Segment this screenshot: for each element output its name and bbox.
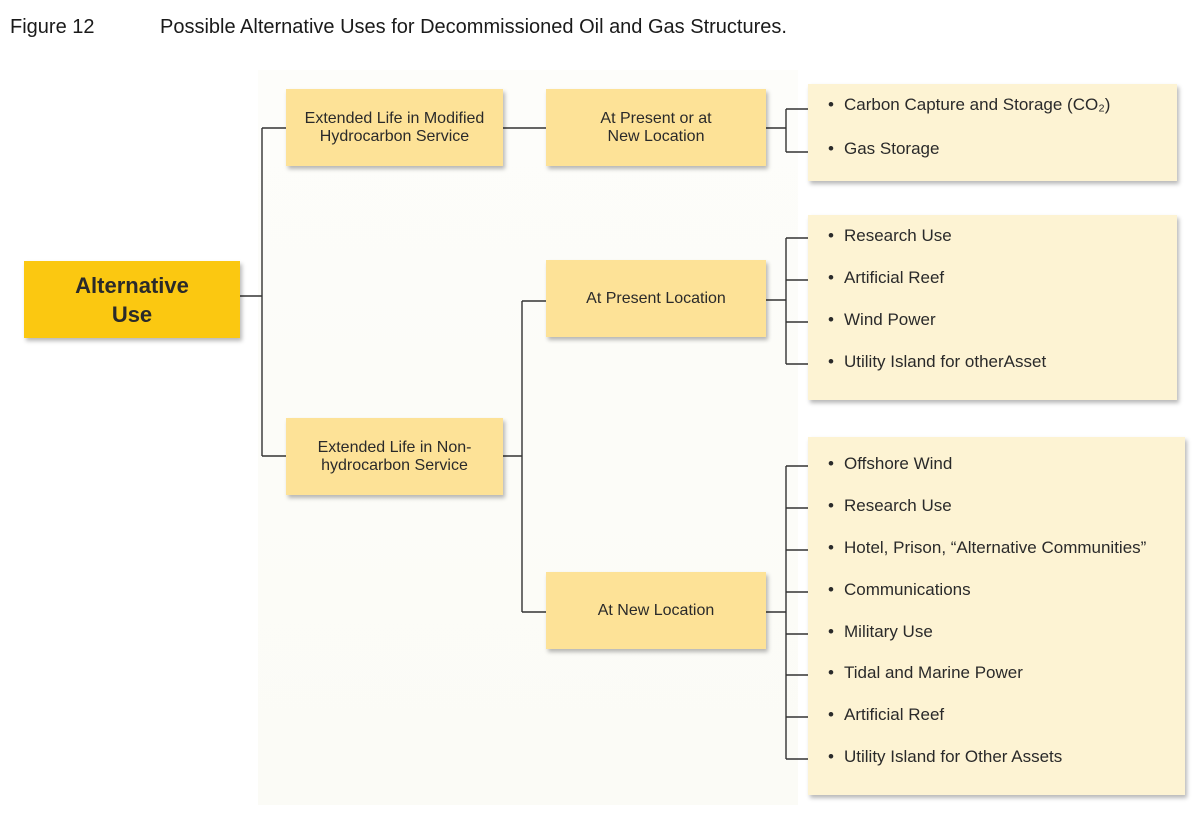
node-label: Extended Life in Non-hydrocarbon Service (317, 438, 472, 474)
list-item: •Offshore Wind (828, 454, 953, 473)
list-item: •Communications (828, 580, 971, 599)
list-item: •Wind Power (828, 310, 936, 329)
node-label: At Present Location (586, 289, 726, 307)
node-label: At Present or at New Location (600, 109, 712, 145)
node-modified-hydrocarbon-service: Extended Life in Modified Hydrocarbon Se… (286, 89, 503, 166)
figure-caption: Figure 12 Possible Alternative Uses for D… (10, 16, 787, 39)
list-item: •Utility Island for otherAsset (828, 352, 1047, 371)
list: •Carbon Capture and Storage (CO₂) •Gas S… (808, 84, 1177, 181)
figure-number: Figure 12 (10, 16, 95, 38)
list-box-new-location-uses: •Offshore Wind •Research Use •Hotel, Pri… (808, 437, 1185, 795)
list-item: •Research Use (828, 496, 952, 515)
list-box-present-location-uses: •Research Use •Artificial Reef •Wind Pow… (808, 215, 1177, 400)
list-box-hydrocarbon-uses: •Carbon Capture and Storage (CO₂) •Gas S… (808, 84, 1177, 181)
list-item: •Utility Island for Other Assets (828, 747, 1063, 766)
root-node-alternative-use: Alternative Use (24, 261, 240, 338)
node-non-hydrocarbon-service: Extended Life in Non-hydrocarbon Service (286, 418, 503, 495)
list-item: •Hotel, Prison, “Alternative Communities… (828, 538, 1147, 557)
list-item: •Military Use (828, 622, 933, 641)
list-item: •Carbon Capture and Storage (CO₂) (828, 95, 1111, 114)
list: •Offshore Wind •Research Use •Hotel, Pri… (808, 437, 1185, 795)
list-item: •Research Use (828, 226, 952, 245)
list-item: •Tidal and Marine Power (828, 663, 1023, 682)
node-present-location: At Present Location (546, 260, 766, 337)
list-item: •Artificial Reef (828, 705, 945, 724)
root-node-label: Alternative Use (75, 272, 189, 327)
figure-title: Possible Alternative Uses for Decommissi… (160, 16, 787, 38)
node-new-location: At New Location (546, 572, 766, 649)
node-label: Extended Life in Modified Hydrocarbon Se… (304, 109, 485, 145)
node-present-or-new-location: At Present or at New Location (546, 89, 766, 166)
node-label: At New Location (597, 601, 715, 619)
list-item: •Artificial Reef (828, 268, 945, 287)
list: •Research Use •Artificial Reef •Wind Pow… (808, 215, 1177, 400)
list-item: •Gas Storage (828, 139, 940, 158)
